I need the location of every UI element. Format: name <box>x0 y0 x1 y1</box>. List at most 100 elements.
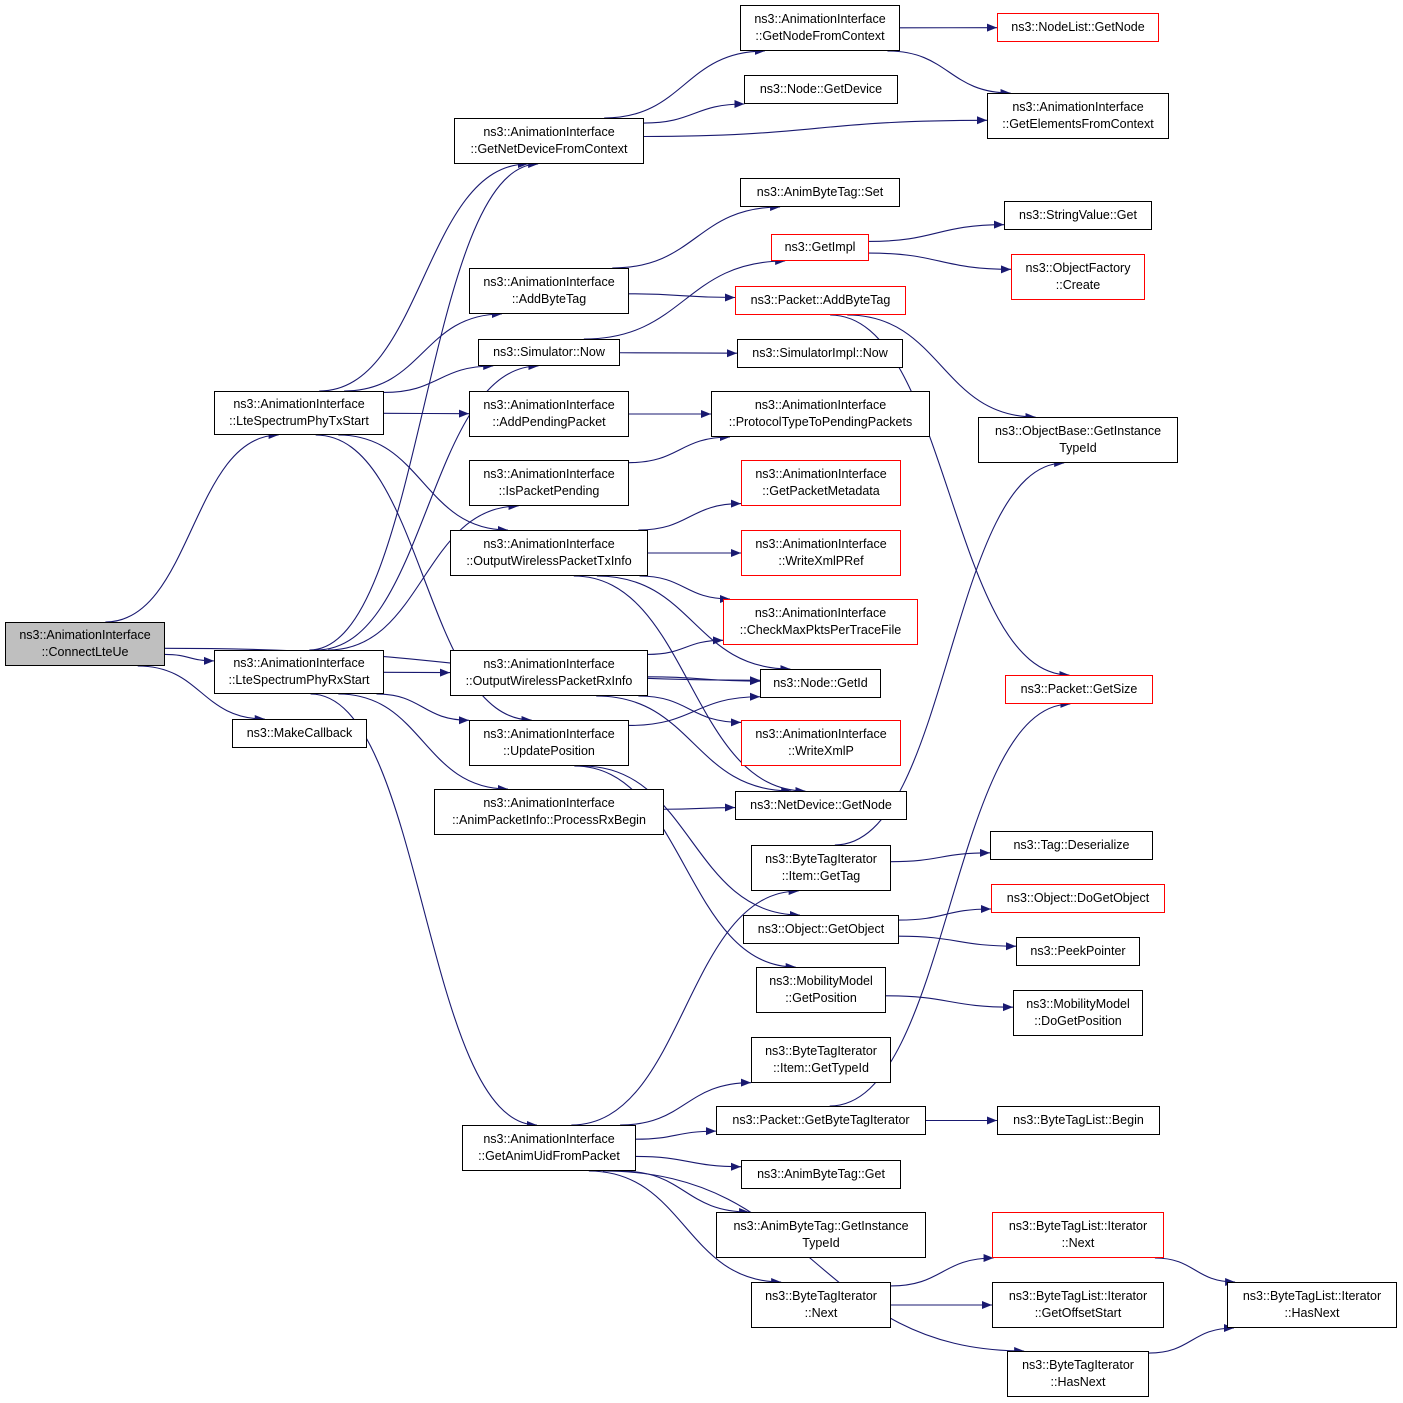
node-object-factory-create[interactable]: ns3::ObjectFactory::Create <box>1011 254 1145 300</box>
node-tag-deserialize[interactable]: ns3::Tag::Deserialize <box>990 831 1153 860</box>
node-get-elements-from-context[interactable]: ns3::AnimationInterface::GetElementsFrom… <box>987 93 1169 139</box>
node-label-line: ns3::Node::GetDevice <box>759 82 883 96</box>
node-label-line: ns3::MobilityModel <box>769 974 873 988</box>
node-label-line: ::Item::GetTag <box>781 869 861 883</box>
node-label-line: ::ConnectLteUe <box>41 645 129 659</box>
node-get-packet-metadata[interactable]: ns3::AnimationInterface::GetPacketMetada… <box>741 460 901 506</box>
node-object-get-object[interactable]: ns3::Object::GetObject <box>743 915 899 944</box>
node-label-line: ::OutputWirelessPacketTxInfo <box>466 554 632 568</box>
node-label-line: ns3::Object::GetObject <box>757 922 885 936</box>
node-label-line: ns3::AnimationInterface <box>233 656 365 670</box>
node-label-line: ::WriteXmlP <box>788 744 854 758</box>
node-item-get-tag[interactable]: ns3::ByteTagIterator::Item::GetTag <box>751 845 891 891</box>
node-peek-pointer[interactable]: ns3::PeekPointer <box>1016 937 1140 966</box>
node-label-line: ns3::AnimByteTag::Get <box>757 1167 885 1181</box>
node-label-line: ::AddPendingPacket <box>492 415 606 429</box>
edge-get-node-from-context-to-get-elements-from-context <box>887 50 1011 97</box>
node-simulator-now[interactable]: ns3::Simulator::Now <box>478 339 620 366</box>
node-label-line: ::DoGetPosition <box>1034 1014 1122 1028</box>
edge-get-impl-to-string-value-get <box>868 220 1005 242</box>
node-node-get-device[interactable]: ns3::Node::GetDevice <box>744 75 898 104</box>
node-check-max-pkts[interactable]: ns3::AnimationInterface::CheckMaxPktsPer… <box>723 599 918 645</box>
edge-add-byte-tag-to-anim-byte-tag-set <box>612 203 781 269</box>
node-label-line: ns3::Packet::GetByteTagIterator <box>732 1113 910 1127</box>
node-write-xml-pref[interactable]: ns3::AnimationInterface::WriteXmlPRef <box>741 530 901 576</box>
node-output-tx-info[interactable]: ns3::AnimationInterface::OutputWirelessP… <box>450 530 648 576</box>
edge-get-anim-uid-to-item-get-type-id <box>620 1078 752 1126</box>
node-packet-add-byte-tag[interactable]: ns3::Packet::AddByteTag <box>735 286 906 315</box>
edge-connect-lte-ue-to-lte-rx-start <box>164 653 215 665</box>
node-make-callback[interactable]: ns3::MakeCallback <box>232 719 367 748</box>
edge-lte-tx-start-to-output-tx-info <box>338 434 508 534</box>
node-process-rx-begin[interactable]: ns3::AnimationInterface::AnimPacketInfo:… <box>434 789 664 835</box>
node-add-pending-packet[interactable]: ns3::AnimationInterface::AddPendingPacke… <box>469 391 629 437</box>
node-protocol-type[interactable]: ns3::AnimationInterface::ProtocolTypeToP… <box>711 391 930 437</box>
node-label-line: ::GetElementsFromContext <box>1002 117 1154 131</box>
node-byte-tag-list-begin[interactable]: ns3::ByteTagList::Begin <box>997 1106 1160 1135</box>
edge-process-rx-begin-to-net-device-get-node <box>663 803 736 812</box>
edge-byte-tag-iterator-has-next-to-byte-tag-list-iter-has-next <box>1148 1324 1235 1354</box>
node-label-line: ns3::AnimationInterface <box>483 727 615 741</box>
edge-connect-lte-ue-to-make-callback <box>137 665 265 723</box>
node-mobility-get-position[interactable]: ns3::MobilityModel::GetPosition <box>756 967 886 1013</box>
node-label-line: ns3::AnimationInterface <box>483 398 615 412</box>
node-packet-get-byte-tag-iterator[interactable]: ns3::Packet::GetByteTagIterator <box>716 1106 926 1135</box>
node-label-line: ns3::AnimationInterface <box>483 1132 615 1146</box>
node-label-line: ns3::GetImpl <box>784 240 856 254</box>
node-label-line: ns3::StringValue::Get <box>1019 208 1137 222</box>
node-mobility-do-get-position[interactable]: ns3::MobilityModel::DoGetPosition <box>1013 990 1143 1036</box>
node-update-position[interactable]: ns3::AnimationInterface::UpdatePosition <box>469 720 629 766</box>
edge-lte-rx-start-to-is-packet-pending <box>328 502 519 651</box>
node-byte-tag-iterator-has-next[interactable]: ns3::ByteTagIterator::HasNext <box>1007 1351 1149 1397</box>
node-packet-get-size[interactable]: ns3::Packet::GetSize <box>1005 675 1153 704</box>
node-connect-lte-ue[interactable]: ns3::AnimationInterface::ConnectLteUe <box>5 622 165 666</box>
node-add-byte-tag[interactable]: ns3::AnimationInterface::AddByteTag <box>469 268 629 314</box>
node-label-line: ::LteSpectrumPhyRxStart <box>228 673 370 687</box>
edge-get-net-device-from-context-to-node-get-device <box>643 100 745 124</box>
node-node-get-id[interactable]: ns3::Node::GetId <box>760 669 881 698</box>
node-lte-tx-start[interactable]: ns3::AnimationInterface::LteSpectrumPhyT… <box>214 391 384 435</box>
node-label-line: ns3::NodeList::GetNode <box>1011 20 1145 34</box>
node-label-line: TypeId <box>1059 441 1097 455</box>
node-sim-impl-now[interactable]: ns3::SimulatorImpl::Now <box>737 339 903 368</box>
node-string-value-get[interactable]: ns3::StringValue::Get <box>1004 201 1152 230</box>
edge-lte-rx-start-to-get-net-device-from-context <box>309 160 539 651</box>
node-anim-byte-tag-get[interactable]: ns3::AnimByteTag::Get <box>741 1160 901 1189</box>
node-object-do-get-object[interactable]: ns3::Object::DoGetObject <box>991 884 1165 913</box>
node-write-xml-p[interactable]: ns3::AnimationInterface::WriteXmlP <box>741 720 901 766</box>
edge-output-rx-info-to-net-device-get-node <box>596 695 792 795</box>
node-get-offset-start[interactable]: ns3::ByteTagList::Iterator::GetOffsetSta… <box>992 1282 1164 1328</box>
node-byte-tag-list-iter-has-next[interactable]: ns3::ByteTagList::Iterator::HasNext <box>1227 1282 1397 1328</box>
node-label-line: ::Next <box>804 1306 838 1320</box>
edge-packet-get-byte-tag-iterator-to-packet-get-size <box>829 700 1071 1107</box>
node-label-line: ns3::AnimByteTag::GetInstance <box>733 1219 909 1233</box>
node-net-device-get-node[interactable]: ns3::NetDevice::GetNode <box>735 791 907 820</box>
node-label-line: ns3::Packet::AddByteTag <box>750 293 891 307</box>
node-label-line: ns3::AnimationInterface <box>483 275 615 289</box>
edge-get-anim-uid-to-byte-tag-iterator-has-next <box>602 1170 1025 1355</box>
edge-lte-tx-start-to-simulator-now <box>383 362 494 393</box>
edge-object-get-object-to-object-do-get-object <box>898 904 992 921</box>
node-label-line: ns3::AnimationInterface <box>755 467 887 481</box>
node-output-rx-info[interactable]: ns3::AnimationInterface::OutputWirelessP… <box>450 650 648 696</box>
node-get-anim-uid[interactable]: ns3::AnimationInterface::GetAnimUidFromP… <box>462 1125 636 1171</box>
edge-item-get-tag-to-object-base-get-instance-type-id <box>834 459 1065 846</box>
edge-output-tx-info-to-get-packet-metadata <box>638 499 742 531</box>
node-label-line: ns3::NetDevice::GetNode <box>750 798 892 812</box>
node-item-get-type-id[interactable]: ns3::ByteTagIterator::Item::GetTypeId <box>751 1037 891 1083</box>
node-get-impl[interactable]: ns3::GetImpl <box>771 234 869 261</box>
node-is-packet-pending[interactable]: ns3::AnimationInterface::IsPacketPending <box>469 460 629 506</box>
edge-output-tx-info-to-net-device-get-node <box>573 575 806 795</box>
node-get-net-device-from-context[interactable]: ns3::AnimationInterface::GetNetDeviceFro… <box>454 118 644 164</box>
node-label-line: ns3::AnimationInterface <box>483 657 615 671</box>
edge-update-position-to-object-get-object <box>582 765 800 919</box>
node-lte-rx-start[interactable]: ns3::AnimationInterface::LteSpectrumPhyR… <box>214 650 384 694</box>
node-byte-tag-iterator-next[interactable]: ns3::ByteTagIterator::Next <box>751 1282 891 1328</box>
edge-get-anim-uid-to-anim-byte-tag-get-instance-type-id <box>620 1170 750 1216</box>
node-anim-byte-tag-set[interactable]: ns3::AnimByteTag::Set <box>740 178 900 207</box>
node-node-list-get-node[interactable]: ns3::NodeList::GetNode <box>997 13 1159 42</box>
node-byte-tag-list-iter-next[interactable]: ns3::ByteTagList::Iterator::Next <box>992 1212 1164 1258</box>
node-get-node-from-context[interactable]: ns3::AnimationInterface::GetNodeFromCont… <box>740 5 900 51</box>
